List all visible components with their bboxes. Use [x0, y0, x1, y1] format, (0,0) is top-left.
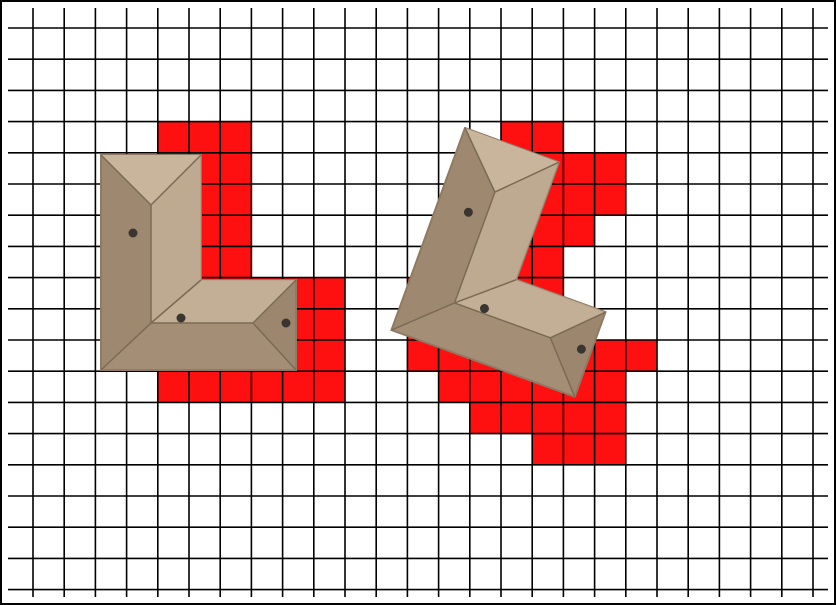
occupied-cell — [220, 122, 252, 154]
occupied-cell — [220, 215, 252, 247]
occupied-cell — [220, 184, 252, 216]
occupied-cell — [532, 434, 564, 466]
occupied-cell — [158, 371, 190, 403]
roof-vent — [177, 314, 186, 323]
occupied-cell — [220, 246, 252, 278]
roof-vent — [129, 229, 138, 238]
occupied-cell — [189, 371, 221, 403]
occupied-cell — [532, 122, 564, 154]
occupied-cell — [563, 434, 595, 466]
roof-vent — [282, 319, 291, 328]
occupied-cell — [563, 215, 595, 247]
occupied-cell — [595, 371, 627, 403]
occupied-cell — [314, 278, 346, 310]
occupied-cell — [626, 340, 658, 372]
occupied-cell — [220, 371, 252, 403]
occupied-cell — [595, 184, 627, 216]
occupied-cell — [532, 402, 564, 434]
occupied-cell — [158, 122, 190, 154]
occupied-cell — [314, 340, 346, 372]
occupied-cell — [501, 402, 533, 434]
occupied-cell — [251, 371, 283, 403]
occupied-cell — [595, 153, 627, 185]
occupied-cell — [314, 371, 346, 403]
occupied-cell — [470, 371, 502, 403]
occupied-cell — [532, 246, 564, 278]
occupied-cell — [189, 122, 221, 154]
occupied-cell — [563, 153, 595, 185]
occupied-cell — [314, 309, 346, 341]
occupied-cell — [595, 402, 627, 434]
occupied-cell — [220, 153, 252, 185]
occupied-cell — [563, 402, 595, 434]
occupied-cell — [563, 184, 595, 216]
occupied-cell — [595, 340, 627, 372]
occupied-cell — [439, 371, 471, 403]
occupied-cell — [283, 371, 315, 403]
occupied-cell — [595, 434, 627, 466]
occupied-cell — [470, 402, 502, 434]
